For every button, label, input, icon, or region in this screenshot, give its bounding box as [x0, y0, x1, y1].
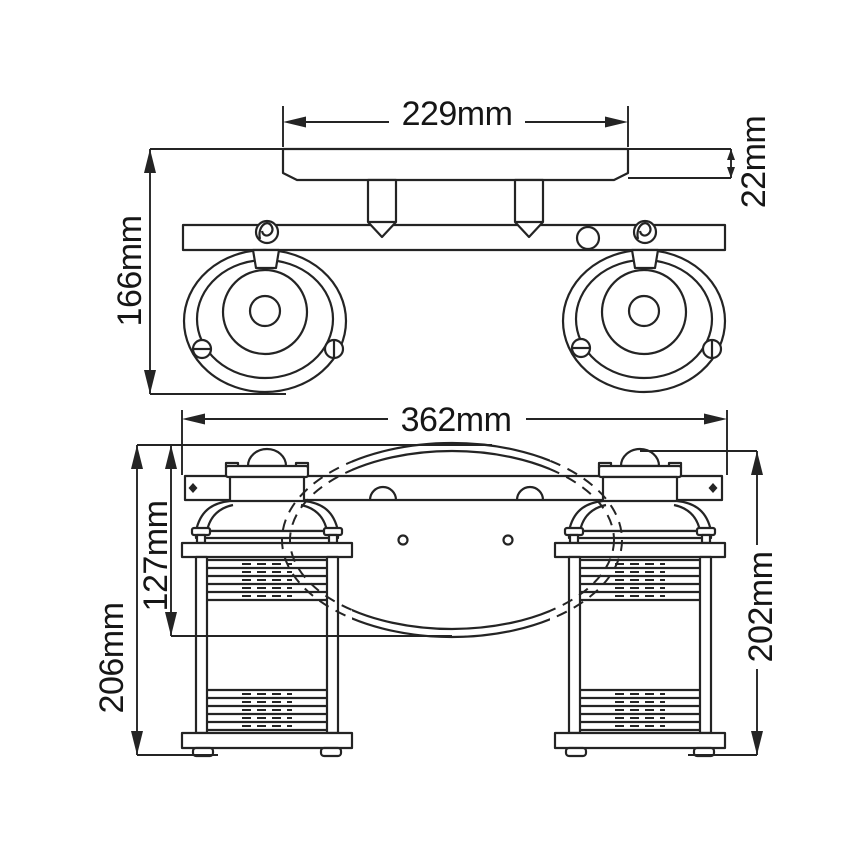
mounting-screw-left — [366, 178, 398, 239]
thumb-screw-stem — [568, 533, 580, 545]
cap-plate — [597, 464, 683, 479]
arrowhead-right — [704, 413, 727, 425]
dim-label-202: 202mm — [742, 552, 780, 663]
lantern-top-plate — [553, 541, 727, 559]
bar-mount-hole — [188, 483, 198, 493]
shade-top-left — [182, 219, 348, 394]
arrowhead-down — [131, 731, 143, 755]
extension-lines — [181, 410, 728, 475]
arrowhead-down — [751, 731, 763, 755]
oval-backplate-visible — [352, 441, 550, 639]
shade-center-hole — [627, 294, 661, 328]
bar-mount-hole — [708, 483, 718, 493]
bar-screw-scribble — [632, 219, 658, 245]
dim-label-166: 166mm — [111, 216, 149, 327]
dimension-22: 22mm — [727, 116, 773, 208]
dimension-166: 166mm — [111, 149, 286, 395]
shade-center-hole — [248, 294, 282, 328]
arrowhead-right — [605, 116, 628, 128]
socket-arcs — [368, 485, 545, 501]
label-backdrop — [741, 545, 781, 669]
cap-plate — [224, 464, 310, 479]
dimension-127: 127mm — [137, 445, 452, 637]
front-view — [180, 441, 727, 758]
lantern-post — [325, 555, 340, 735]
bar-hole — [575, 225, 601, 251]
lantern-post — [194, 555, 209, 735]
collar — [601, 475, 679, 504]
upper-slats — [580, 558, 700, 602]
dimension-206: 206mm — [93, 444, 492, 756]
dim-label-362: 362mm — [401, 401, 512, 439]
dimension-229: 229mm — [282, 95, 629, 147]
dim-label-229: 229mm — [402, 95, 513, 133]
lantern-base — [180, 731, 354, 750]
lantern-post — [567, 555, 582, 735]
shade-screw — [701, 338, 723, 360]
upper-slats — [207, 558, 327, 602]
shade-screw — [323, 338, 345, 360]
bell-shade — [194, 499, 340, 533]
shade-screw — [191, 338, 213, 360]
lantern-left — [180, 447, 354, 758]
dimension-362: 362mm — [181, 401, 728, 475]
dim-label-206: 206mm — [93, 603, 131, 714]
shade-rim — [567, 529, 713, 540]
shade-screw — [570, 337, 592, 359]
arrowhead-up — [131, 445, 143, 469]
thumb-screw-stem — [700, 533, 712, 545]
foot — [692, 746, 716, 758]
foot — [191, 746, 215, 758]
arrowhead-down — [144, 370, 156, 394]
foot — [564, 746, 588, 758]
arrowhead-left — [283, 116, 306, 128]
arrowhead-left — [182, 413, 205, 425]
dimension-202: 202mm — [640, 450, 781, 756]
thumb-screw-stem — [327, 533, 339, 545]
collar — [228, 475, 306, 504]
bar-screw-scribble — [254, 219, 280, 245]
arrowhead-up — [727, 149, 735, 160]
mounting-plate — [281, 147, 630, 182]
shade-top-right — [561, 219, 727, 394]
dim-label-127: 127mm — [137, 501, 175, 612]
lower-slats — [207, 688, 327, 732]
lantern-post — [698, 555, 713, 735]
extension-lines — [282, 106, 629, 147]
arrowhead-up — [165, 445, 177, 469]
shade-neck — [251, 248, 281, 270]
arrowhead-up — [751, 451, 763, 475]
arrowhead-down — [727, 167, 735, 178]
bell-shade — [567, 499, 713, 533]
side-view — [150, 147, 731, 394]
finial-dome — [246, 447, 288, 468]
oval-screw-hole — [502, 534, 514, 546]
lantern-top-plate — [180, 541, 354, 559]
arrowhead-up — [144, 149, 156, 173]
finial-dome — [619, 447, 661, 468]
lower-slats — [580, 688, 700, 732]
foot — [319, 746, 343, 758]
thumb-screw-stem — [195, 533, 207, 545]
lantern-base — [553, 731, 727, 750]
dim-label-22: 22mm — [735, 116, 773, 208]
shade-neck — [630, 248, 660, 270]
arrowhead-down — [165, 612, 177, 636]
shade-rim — [194, 529, 340, 540]
lantern-right — [553, 447, 727, 758]
mounting-screw-right — [513, 178, 545, 239]
oval-screw-hole — [397, 534, 409, 546]
